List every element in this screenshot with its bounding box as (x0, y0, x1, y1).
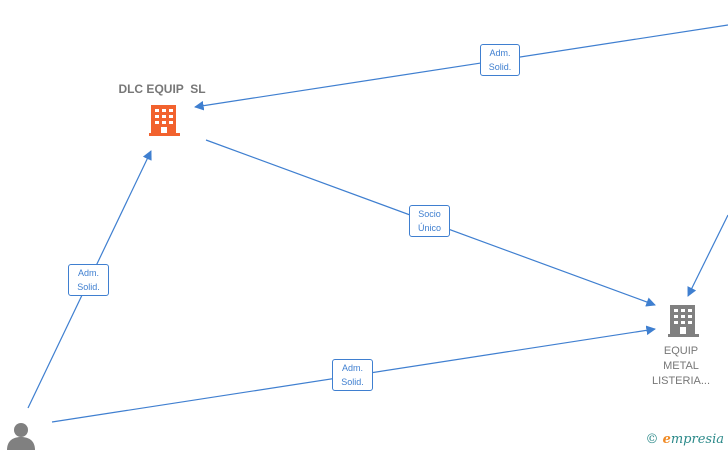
edge-label-line: Solid. (341, 377, 364, 387)
brand-initial: e (662, 432, 671, 447)
company-label-dlc-equip[interactable]: DLC EQUIP SL (118, 82, 206, 96)
edge-label-line: Adm. (77, 268, 99, 278)
building-icon[interactable] (668, 305, 699, 337)
company-label-equip-metal[interactable]: EQUIP METAL LISTERIA... (640, 344, 722, 389)
company-label-line: METAL (663, 360, 699, 372)
edge-label-adm-solid-top[interactable]: Adm. Solid. (480, 44, 520, 76)
edge-label-adm-solid-left[interactable]: Adm. Solid. (68, 264, 109, 296)
company-label-line: EQUIP (663, 345, 699, 357)
edge-label-line: Solid. (488, 62, 512, 72)
building-icon[interactable] (149, 105, 180, 136)
brand-name: mpresia (670, 432, 724, 447)
copyright-symbol: © (645, 432, 659, 447)
empresia-watermark: © empresia (645, 432, 724, 447)
edge-offscreen-to-equip (687, 214, 728, 297)
edge-label-line: Socio (418, 209, 441, 219)
person-icon[interactable] (7, 423, 35, 450)
company-label-line: LISTERIA... (651, 375, 711, 387)
edge-top-right-to-dlc (194, 24, 728, 111)
edge-label-socio-unico[interactable]: Socio Único (409, 205, 450, 237)
edge-label-adm-solid-bottom[interactable]: Adm. Solid. (332, 359, 373, 391)
edge-label-line: Único (417, 223, 441, 233)
edge-label-line: Adm. (341, 363, 363, 373)
edge-label-line: Solid. (77, 282, 100, 292)
edge-label-line: Adm. (489, 48, 511, 58)
